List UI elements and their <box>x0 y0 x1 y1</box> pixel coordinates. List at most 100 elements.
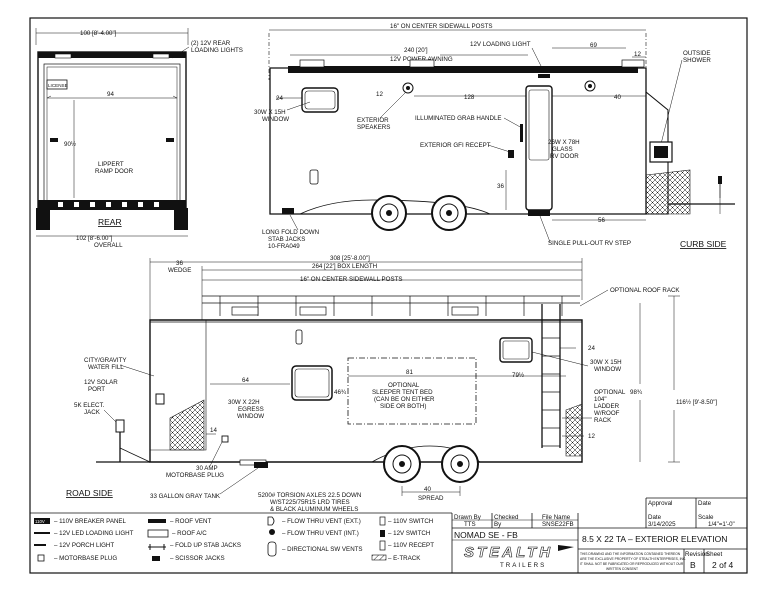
legend-etrack-icon <box>371 554 387 561</box>
spread-dim: 40 <box>424 486 431 493</box>
legend-text-9: – FLOW THRU VENT (INT.) <box>282 530 359 537</box>
curb-dim-36: 36 <box>497 183 504 190</box>
tb-sheet: 2 of 4 <box>712 560 734 570</box>
speaker-right <box>584 80 596 92</box>
tb-sheet-label: Sheet <box>706 551 722 558</box>
tb-revision-label: Revision <box>685 551 709 558</box>
tb-model: NOMAD SE - FB <box>454 530 518 540</box>
legend-motorbase-icon <box>37 554 45 562</box>
road-window-1: 30W X 15H <box>590 359 622 366</box>
door-label-3: RV DOOR <box>550 153 579 160</box>
legend-text-1: – 12V LED LOADING LIGHT <box>54 530 134 537</box>
tent-label-4: SIDE OR BOTH) <box>380 403 426 410</box>
road-dim-24: 24 <box>588 345 595 352</box>
curb-dim-40: 40 <box>614 94 621 101</box>
step-label: SINGLE PULL-OUT RV STEP <box>548 240 631 247</box>
solar-label-2: PORT <box>88 386 105 393</box>
legend-flow-int-icon <box>269 529 275 535</box>
tb-date: 3/14/2025 <box>648 521 676 528</box>
legend-loading-light-icon <box>34 532 50 534</box>
legend-text-5: – ROOF A/C <box>172 530 207 537</box>
legend-110v-switch-icon <box>379 516 386 526</box>
ladder-label-3: LADDER <box>594 403 620 410</box>
tb-disclaimer-4: WRITTEN CONSENT <box>606 567 638 571</box>
rear-width-bottom: 102 [8'-6.00"] <box>76 235 113 242</box>
grab-handle <box>520 124 523 142</box>
tb-checked-by: By <box>494 521 502 528</box>
rear-inner-width: 94 <box>107 91 114 98</box>
curb-side-title: CURB SIDE <box>680 239 727 249</box>
awning-label: 12V POWER AWNING <box>390 56 453 63</box>
road-height: 116½ [9'-8.50"] <box>676 399 717 406</box>
road-dim-98: 98¾ <box>630 389 643 396</box>
road-window <box>499 337 533 363</box>
road-posts: 16" ON CENTER SIDEWALL POSTS <box>300 276 402 283</box>
legend: 110V – 110V BREAKER PANEL – 12V LED LOAD… <box>30 512 453 573</box>
ladder <box>541 304 561 448</box>
egress-label-3: WINDOW <box>237 413 264 420</box>
speakers-label-1: EXTERIOR <box>357 117 389 124</box>
legend-breaker-icon <box>34 518 50 524</box>
road-dim-64: 64 <box>242 377 249 384</box>
road-side-title: ROAD SIDE <box>66 488 113 498</box>
curb-stab-jack <box>282 208 294 214</box>
legend-text-8: – FLOW THRU VENT (EXT.) <box>282 518 361 525</box>
logo-arrow-icon <box>558 545 574 551</box>
title-block: Approval Date Drawn By TTS Checked By Fi… <box>452 497 747 573</box>
tb-drawn-by: TTS <box>464 521 476 528</box>
spread-label: SPREAD <box>418 495 444 502</box>
axles-label-1: 5200# TORSION AXLES 22.5 DOWN <box>258 492 361 499</box>
legend-text-11: – 110V SWITCH <box>388 518 433 525</box>
water-label-1: CITY/GRAVITY <box>84 357 127 364</box>
tb-disclaimer-2: ARE THE EXCLUSIVE PROPERTY OF STEALTH EN… <box>580 557 686 561</box>
tb-disclaimer-3: IT SHALL NOT BE FABRICATED OR REPRODUCED… <box>580 562 684 566</box>
ladder-label-1: OPTIONAL <box>594 389 626 396</box>
tb-approval-label: Approval <box>648 500 672 507</box>
shower-label-1: OUTSIDE <box>683 50 711 57</box>
egress-label-2: EGRESS <box>238 406 264 413</box>
speakers-label-2: SPEAKERS <box>357 124 390 131</box>
road-dim-46: 46¾ <box>334 389 347 396</box>
tb-title: 8.5 X 22 TA – EXTERIOR ELEVATION <box>582 534 727 544</box>
road-roof-rack: OPTIONAL ROOF RACK <box>610 287 680 294</box>
jack-label-1: 5K ELECT. <box>74 402 105 409</box>
rear-height: 90½ <box>64 141 76 148</box>
curb-dim-128: 128 <box>464 94 475 101</box>
tb-checked-label: Checked <box>494 514 519 521</box>
legend-text-6: – FOLD UP STAB JACKS <box>170 542 241 549</box>
curb-dim-12b: 12 <box>376 91 383 98</box>
solar-port <box>155 393 165 405</box>
curb-posts: 16" ON CENTER SIDEWALL POSTS <box>390 23 492 30</box>
gray-tank <box>254 462 268 468</box>
curb-loading-light: 12V LOADING LIGHT <box>470 41 531 48</box>
rear-view: 100 [8'-4.00"] (2) 12V REAR LOADING LIGH… <box>35 28 243 249</box>
axles-label-2: W/ST225/75R15 LRD TIRES <box>270 499 350 506</box>
curb-window-1: 30W X 15H <box>254 109 286 116</box>
curb-dim-24: 24 <box>276 95 283 102</box>
curb-window-2: WINDOW <box>262 116 289 123</box>
tb-logo-sub: TRAILERS <box>500 562 546 569</box>
jacks-label-1: LONG FOLD DOWN <box>262 229 319 236</box>
tb-file-label: File Name <box>542 514 571 521</box>
road-dim-12: 12 <box>588 433 595 440</box>
legend-12v-switch-icon <box>380 530 385 537</box>
curb-loading-light-fixture <box>538 74 550 78</box>
rear-light-right <box>152 53 170 59</box>
shower-label-2: SHOWER <box>683 57 711 64</box>
ramp-label-2: RAMP DOOR <box>95 168 134 175</box>
legend-text-4: – ROOF VENT <box>170 518 211 525</box>
door-label-1: 26W X 78H <box>548 139 580 146</box>
jacks-label-2: STAB JACKS <box>268 236 305 243</box>
awning-bar <box>288 66 638 73</box>
motorbase-plug <box>221 435 229 443</box>
road-wedge: WEDGE <box>168 267 191 274</box>
gray-tank-label: 33 GALLON GRAY TANK <box>150 493 221 500</box>
tb-revision: B <box>690 560 696 570</box>
rear-tire-left <box>36 208 50 230</box>
grab-handle-label: ILLUMINATED GRAB HANDLE <box>415 115 502 122</box>
legend-flow-ext-icon <box>267 516 275 526</box>
rear-tire-right <box>174 208 188 230</box>
curb-dim-56: 56 <box>598 217 605 224</box>
egress-label-1: 30W X 22H <box>228 399 260 406</box>
